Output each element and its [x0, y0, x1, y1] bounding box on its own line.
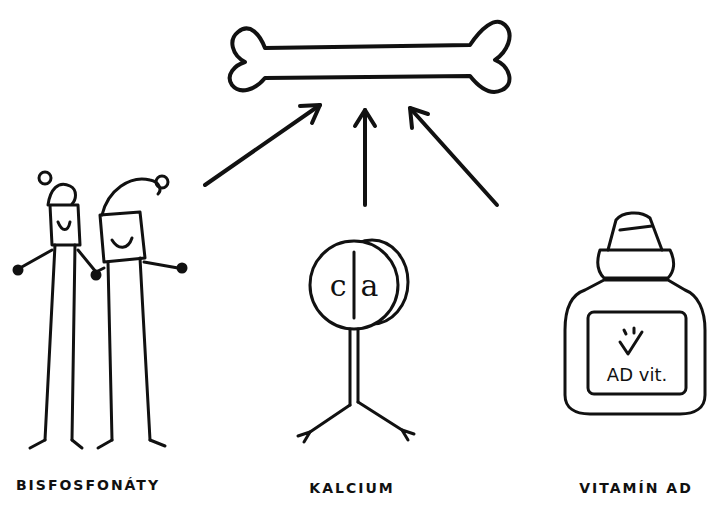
pill-text: ca	[330, 268, 393, 303]
calcium-pill-figure	[298, 240, 414, 442]
bottle-label-text: AD vit.	[607, 364, 667, 385]
arrows	[205, 105, 497, 205]
caption-text: BISFOSFONÁTY	[16, 477, 160, 493]
caption-text: VITAMÍN AD	[579, 480, 693, 496]
vitamin-bottle	[565, 213, 705, 414]
bone-drawing	[230, 22, 510, 92]
caption-text: KALCIUM	[309, 480, 394, 496]
bisphosphonate-figures	[14, 172, 186, 448]
